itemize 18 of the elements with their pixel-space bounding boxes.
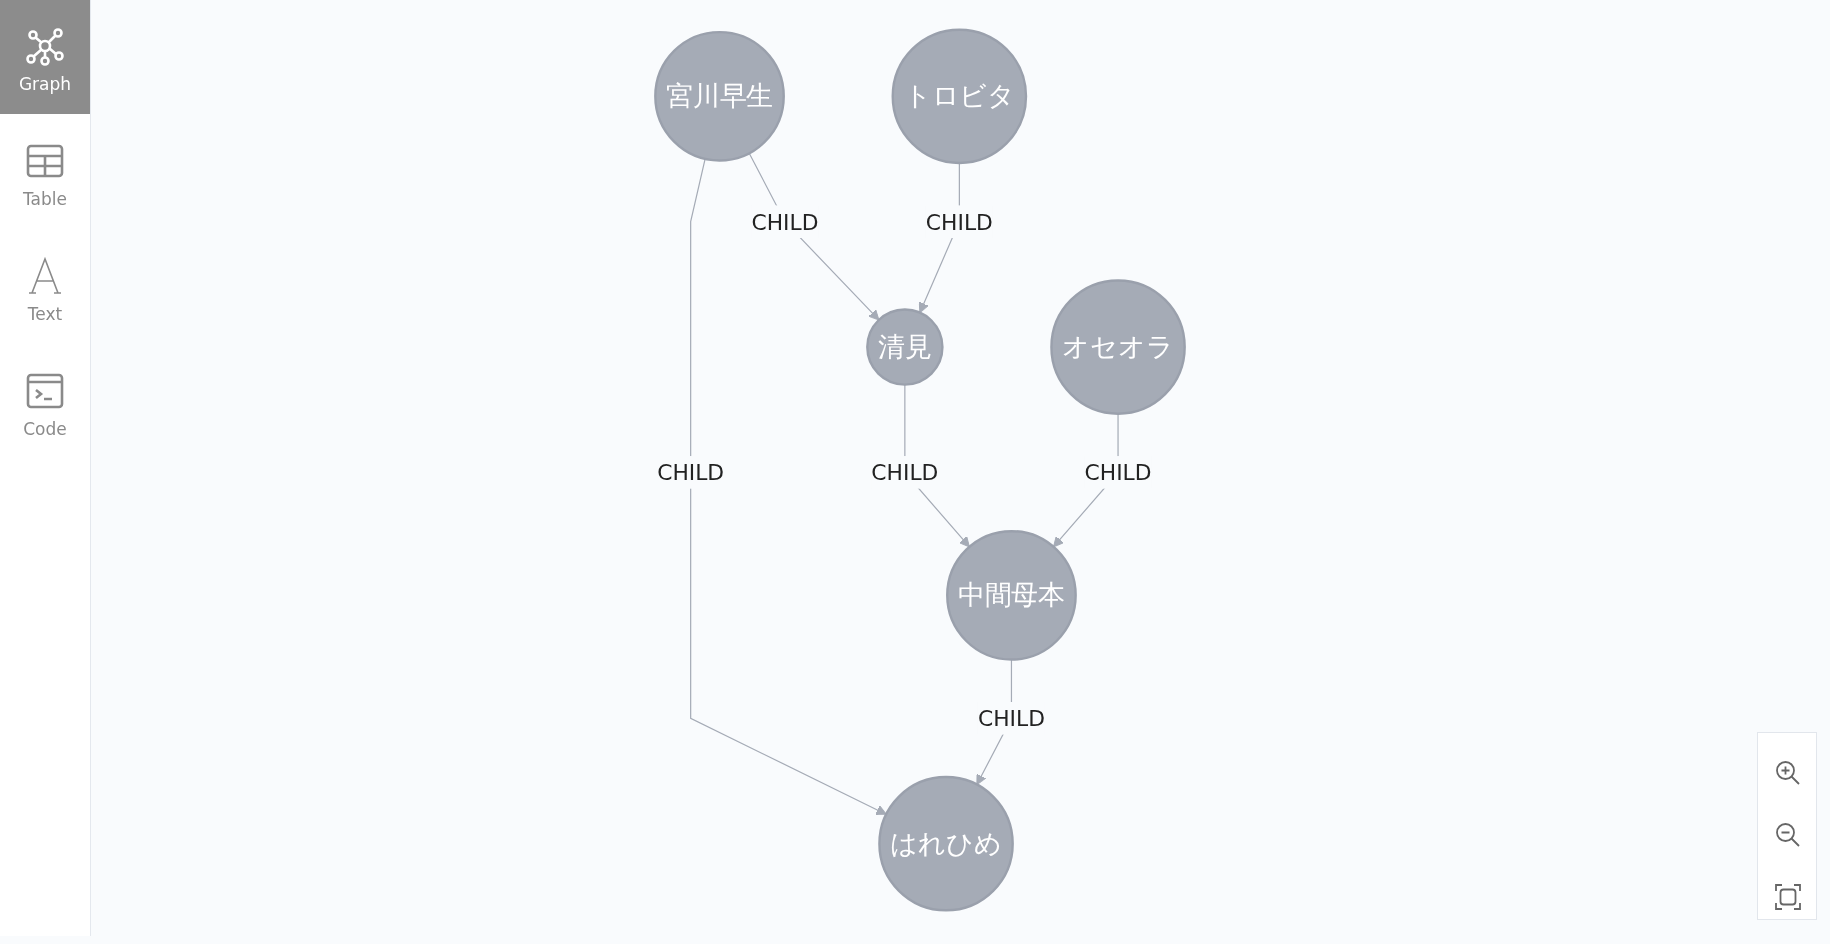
tab-label: Table bbox=[23, 189, 67, 209]
tab-label: Text bbox=[27, 304, 63, 324]
edge-label: CHILD bbox=[751, 208, 819, 235]
tab-label: Code bbox=[23, 419, 67, 439]
node-circle: 中間母本 bbox=[946, 529, 1077, 661]
arrow bbox=[748, 152, 880, 321]
edge-label: CHILD bbox=[871, 459, 939, 486]
node-circle: トロビタ bbox=[891, 28, 1028, 165]
edge-label: CHILD bbox=[1084, 459, 1152, 486]
edge-label: CHILD bbox=[925, 208, 993, 235]
active-tab: Graph bbox=[0, 0, 90, 114]
node-circle: 宮川早生 bbox=[654, 30, 785, 162]
edge-label: CHILD bbox=[657, 459, 725, 486]
node-circle: 清見 bbox=[866, 308, 944, 386]
arrow bbox=[690, 158, 887, 815]
node-circle: オセオラ bbox=[1050, 279, 1186, 415]
node-circle: はれひめ bbox=[878, 775, 1014, 912]
edge-label: CHILD bbox=[977, 705, 1045, 732]
